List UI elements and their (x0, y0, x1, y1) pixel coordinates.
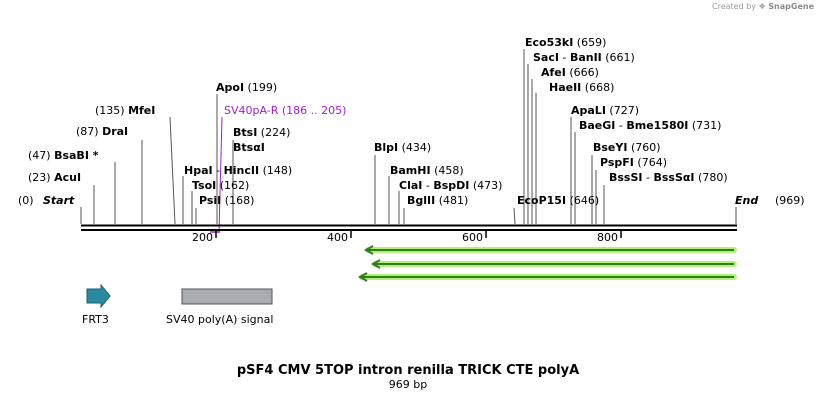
dna-backbone (81, 224, 737, 231)
site-saci-banii[interactable]: SacI - BanII (661) (533, 51, 635, 64)
feature-label-frt3: FRT3 (82, 313, 109, 326)
site-connectors (80, 49, 737, 225)
orf-arrows (357, 245, 737, 282)
orf-arrow-1[interactable] (363, 245, 737, 255)
tick-label-600: 600 (462, 231, 483, 244)
snapgene-credit: Created by ❖ SnapGene (712, 2, 814, 11)
site-bsssi-bsssai[interactable]: BssSI - BssSαI (780) (609, 171, 728, 184)
snapgene-logo-icon: ❖ (758, 2, 766, 11)
tick-label-800: 800 (597, 231, 618, 244)
start-label: Start (43, 194, 75, 207)
feature-frt3[interactable]: FRT3 (82, 283, 111, 326)
sv40-polya-box (181, 288, 273, 305)
site-tsoi[interactable]: TsoI (162) (192, 179, 249, 192)
site-drai[interactable]: (87) DraI (76, 125, 128, 138)
site-afei[interactable]: AfeI (666) (541, 66, 599, 79)
site-bglii[interactable]: BglII (481) (407, 194, 468, 207)
site-bsabi[interactable]: (47) BsaBI * (28, 149, 99, 162)
site-apali[interactable]: ApaLI (727) (571, 104, 639, 117)
frt3-arrow-icon (86, 283, 111, 309)
site-blpi[interactable]: BlpI (434) (374, 141, 431, 154)
start-position: (0) (18, 194, 34, 207)
site-ecop15i[interactable]: EcoP15I (646) (517, 194, 599, 207)
credit-prefix: Created by (712, 2, 757, 11)
scale-ticks: 200 400 600 800 (192, 230, 622, 244)
orf-arrow-3[interactable] (357, 272, 737, 282)
restriction-sites: (23) AcuI (47) BsaBI * (87) DraI (135) M… (28, 36, 728, 207)
site-pspfi[interactable]: PspFI (764) (600, 156, 667, 169)
primer-sv40pa-r[interactable] (210, 116, 223, 233)
site-btsi[interactable]: BtsI (224) (233, 126, 290, 139)
site-clai-bspdi[interactable]: ClaI - BspDI (473) (399, 179, 502, 192)
primer-label[interactable]: SV40pA-R (186 .. 205) (224, 104, 346, 117)
site-bseyi[interactable]: BseYI (760) (593, 141, 661, 154)
feature-sv40-polya[interactable]: SV40 poly(A) signal (166, 288, 273, 326)
site-eco53ki[interactable]: Eco53kI (659) (525, 36, 606, 49)
site-haeii[interactable]: HaeII (668) (549, 81, 614, 94)
map-length: 969 bp (389, 378, 427, 391)
site-btsai[interactable]: BtsαI (233, 141, 265, 154)
orf-arrow-2[interactable] (370, 259, 737, 269)
site-bamhi[interactable]: BamHI (458) (390, 164, 464, 177)
site-apoi[interactable]: ApoI (199) (216, 81, 277, 94)
site-mfei[interactable]: (135) MfeI (95, 104, 155, 117)
site-baegi-bme1580i[interactable]: BaeGI - Bme1580I (731) (579, 119, 721, 132)
feature-label-sv40-polya: SV40 poly(A) signal (166, 313, 273, 326)
site-acui[interactable]: (23) AcuI (28, 171, 81, 184)
site-psii[interactable]: PsiI (168) (199, 194, 254, 207)
tick-label-400: 400 (327, 231, 348, 244)
end-position: (969) (775, 194, 805, 207)
site-hpai-hincii[interactable]: HpaI - HincII (148) (184, 164, 292, 177)
map-title: pSF4 CMV 5TOP intron renilla TRICK CTE p… (237, 363, 579, 378)
credit-brand: SnapGene (768, 2, 814, 11)
tick-label-200: 200 (192, 231, 213, 244)
end-label: End (735, 194, 758, 207)
